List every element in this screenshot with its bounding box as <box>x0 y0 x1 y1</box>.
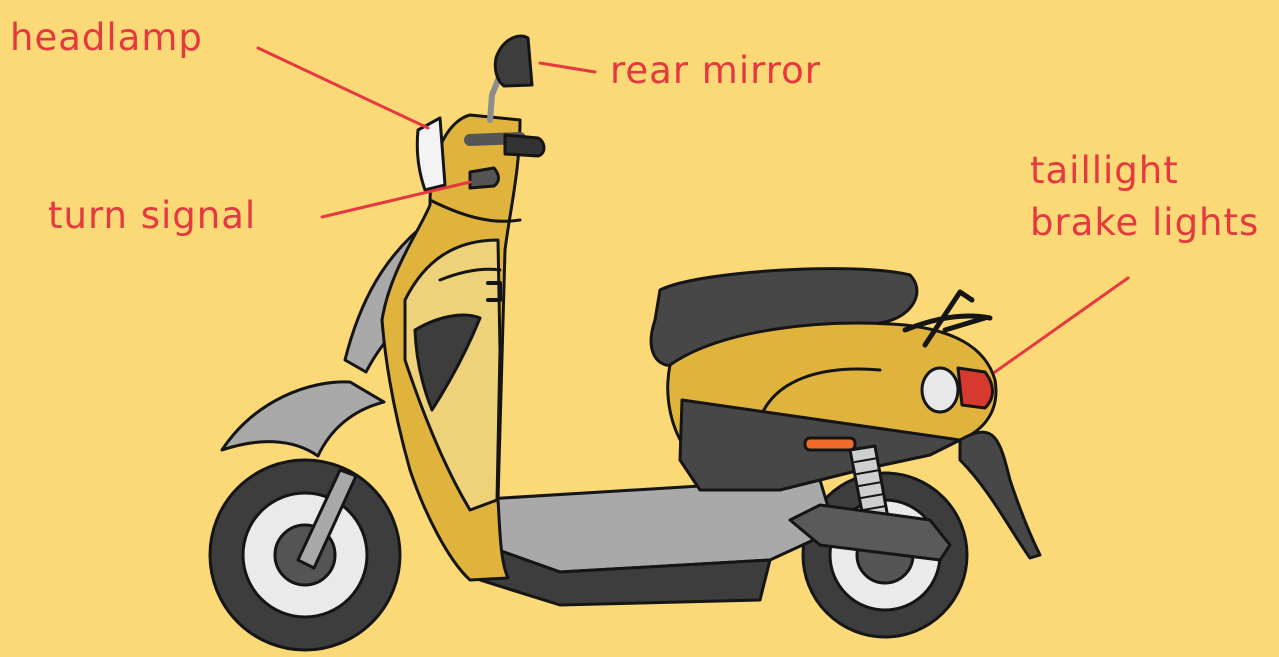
turn-signal-shape <box>470 168 499 188</box>
rear-mirror-callout-line <box>540 63 595 72</box>
rear-fender <box>960 432 1040 558</box>
front-fender <box>222 382 384 456</box>
taillight-shape <box>958 368 993 408</box>
headlamp-shape <box>417 118 445 190</box>
rear-mirror-label: rear mirror <box>610 50 821 92</box>
taillight-label: taillight <box>1030 150 1179 192</box>
brake-lights-label: brake lights <box>1030 202 1259 244</box>
headlamp-callout-line <box>258 48 428 128</box>
rear-side-lamp <box>922 368 958 412</box>
headlamp-label: headlamp <box>10 17 203 59</box>
rear-mirror-shape <box>495 36 532 86</box>
grip <box>505 135 544 156</box>
turn-signal-label: turn signal <box>48 195 256 237</box>
taillight-callout-line <box>995 278 1128 372</box>
side-indicator <box>805 438 855 450</box>
